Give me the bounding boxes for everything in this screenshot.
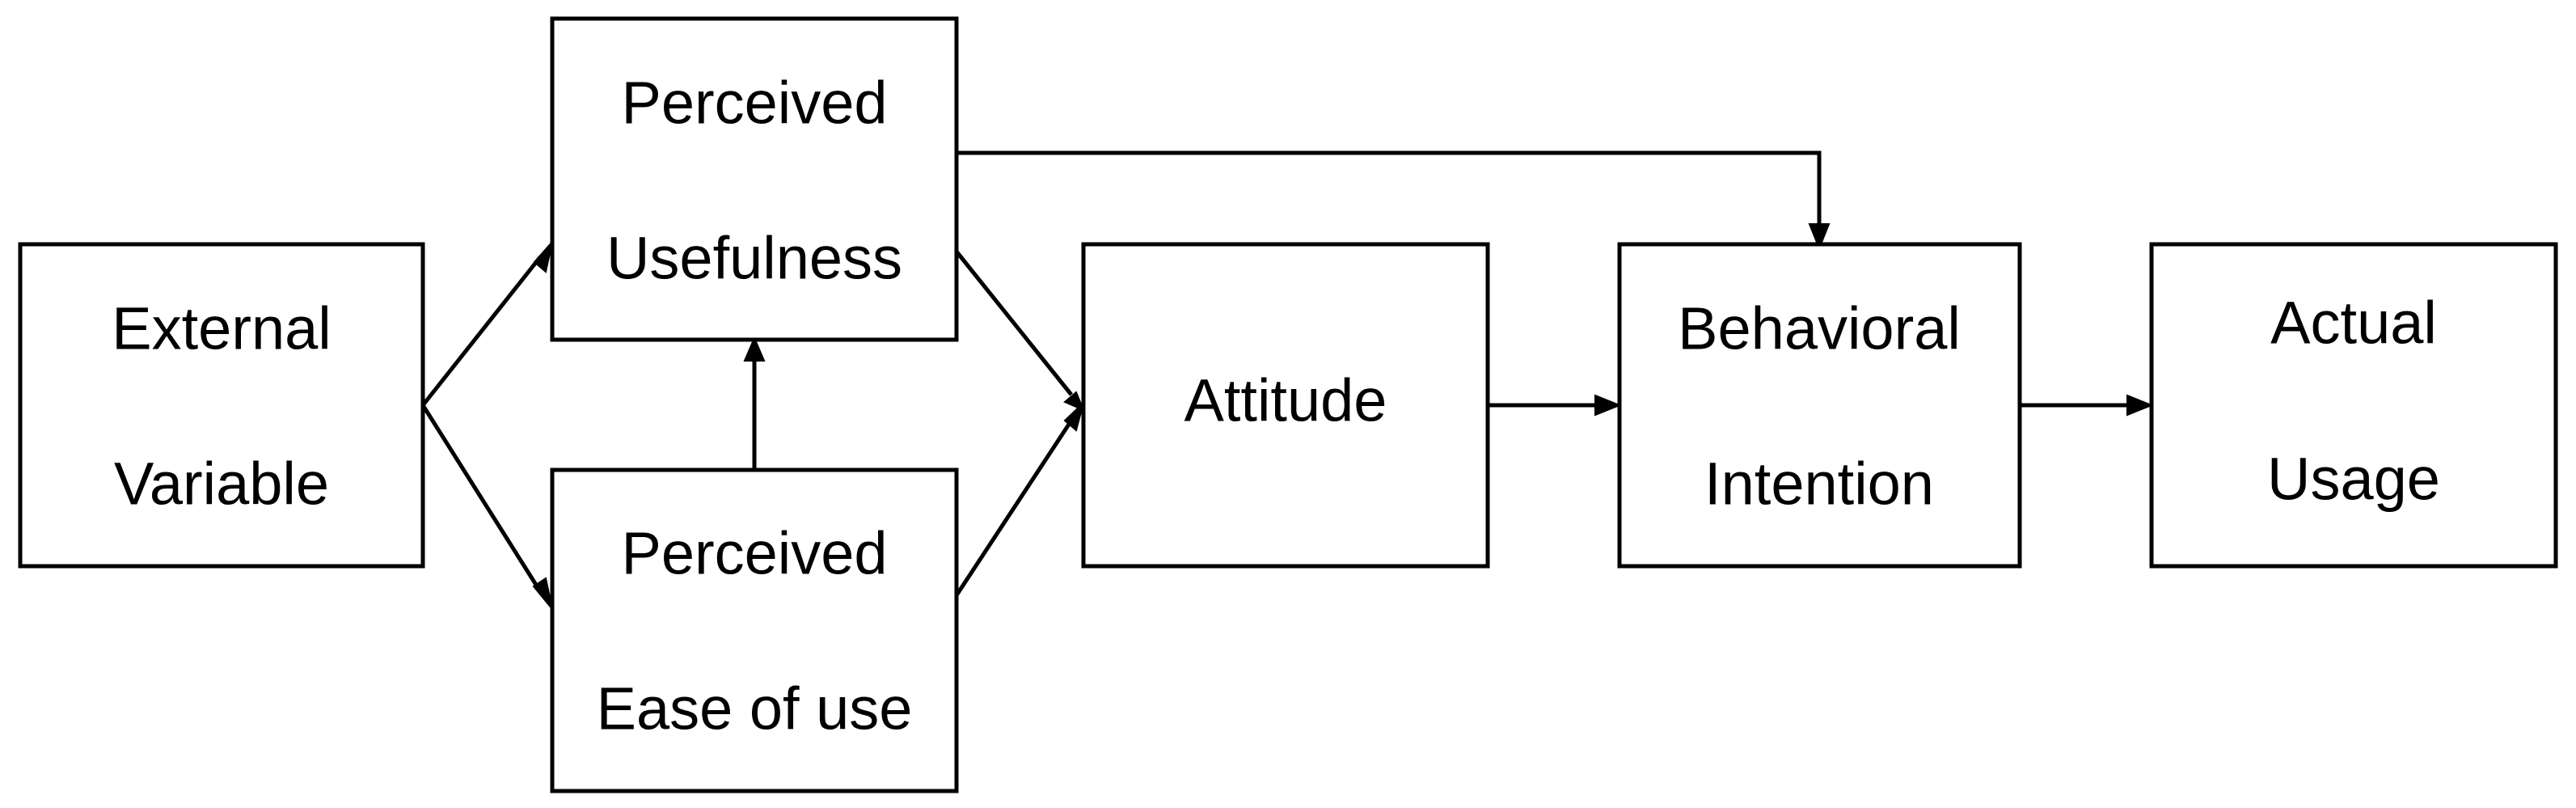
arrowhead [1063,391,1085,412]
edge-external-to-ease-of-use [420,404,553,610]
node-perceived-ease-of-use: Perceived Ease of use [550,467,959,793]
node-label-line2: Ease of use [597,675,913,742]
node-attitude: Attitude [1081,242,1490,569]
arrowhead [1063,400,1085,432]
edge-behavioral-intention-to-actual-usage [2020,394,2154,417]
arrowhead [1594,394,1622,417]
edge-attitude-to-behavioral-intention [1488,394,1622,417]
node-label-line1: Perceived [621,70,887,137]
node-label: Attitude [1185,367,1387,434]
node-label-line2: Usage [2267,446,2440,513]
edge-ease-of-use-to-usefulness [743,336,766,470]
node-behavioral-intention: Behavioral Intention [1617,242,2022,569]
arrowhead [1808,223,1831,251]
arrowhead [532,577,553,610]
node-label-line1: External [112,295,331,362]
arrowhead [2126,394,2154,417]
node-external-variable: External Variable [18,242,425,569]
edge-usefulness-to-attitude [955,250,1085,412]
node-perceived-usefulness: Perceived Usefulness [550,16,959,342]
node-label-line1: Perceived [621,520,887,587]
edge-ease-of-use-to-attitude [954,400,1085,597]
node-actual-usage: Actual Usage [2149,242,2558,569]
node-label-line2: Usefulness [606,225,902,292]
node-label-line2: Intention [1704,451,1934,518]
node-label-line1: Actual [2270,290,2437,357]
arrowhead [743,336,766,362]
node-label-line1: Behavioral [1678,295,1961,362]
edge-usefulness-to-behavioral-intention [956,150,1831,251]
edge-external-to-usefulness [421,239,554,407]
arrowhead [533,239,554,273]
node-label-line2: Variable [114,451,329,518]
